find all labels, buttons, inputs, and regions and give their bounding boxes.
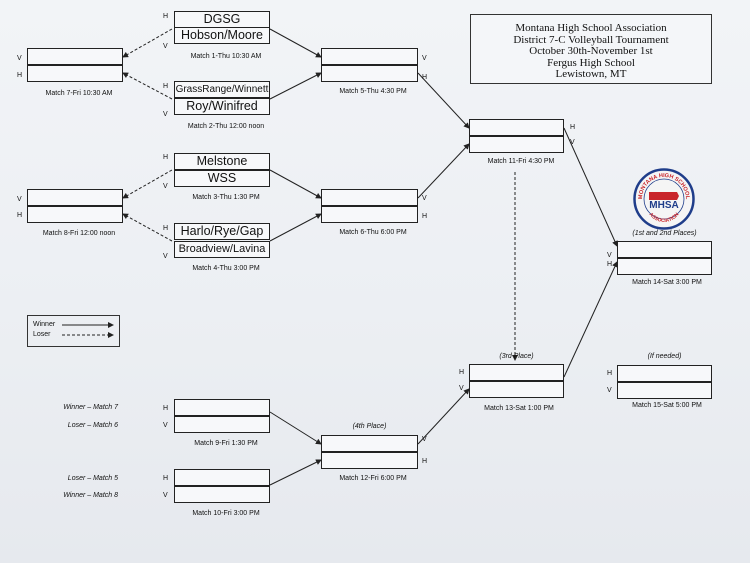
m2-bottom-team: Roy/Winifred [174, 98, 270, 115]
fourth-place-label: (4th Place) [352, 423, 387, 430]
m7-top-slot [27, 48, 123, 65]
match-8-caption: Match 8-Fri 12:00 noon [42, 230, 116, 237]
m4-top-team: Harlo/Rye/Gap [174, 223, 270, 240]
m9-home-marker: H [163, 405, 169, 412]
m14-home-marker: H [607, 261, 613, 268]
m2-home-marker: H [163, 83, 169, 90]
match-14-caption: Match 14-Sat 3:00 PM [632, 279, 702, 286]
m6-bottom-slot [321, 206, 418, 223]
m5-home-marker: H [422, 74, 428, 81]
match-15-caption: Match 15-Sat 5:00 PM [632, 402, 702, 409]
if-needed-label: (If needed) [647, 353, 682, 360]
tournament-info-box: Montana High School Association District… [470, 14, 712, 84]
m15-home-marker: H [607, 370, 613, 377]
m3-home-marker: H [163, 154, 169, 161]
m9-top-slot [174, 399, 270, 416]
m1-top-team: DGSG [174, 11, 270, 28]
m14-top-slot [617, 241, 712, 258]
m9-visitor-marker: V [163, 422, 168, 429]
m7-visitor-marker: V [17, 55, 22, 62]
m9-bottom-slot [174, 416, 270, 433]
m8-visitor-marker: V [17, 196, 22, 203]
m4-bottom-team: Broadview/Lavina [174, 241, 270, 258]
m12-home-marker: H [422, 458, 428, 465]
m6-top-slot [321, 189, 418, 206]
match-9-caption: Match 9-Fri 1:30 PM [194, 440, 258, 447]
m3-bottom-team: WSS [174, 170, 270, 187]
m6-home-marker: H [422, 213, 428, 220]
logo-mhsa-text: MHSA [649, 200, 678, 211]
info-dates: October 30th-November 1st [529, 45, 653, 57]
m15-visitor-marker: V [607, 387, 612, 394]
m15-top-slot [617, 365, 712, 382]
mhsa-logo-icon: MONTANA HIGH SCHOOL MHSA ASSOCIATION [633, 168, 695, 230]
m13-top-slot [469, 364, 564, 381]
match-5-caption: Match 5-Thu 4:30 PM [339, 88, 407, 95]
info-association: Montana High School Association [515, 22, 667, 34]
m3-visitor-marker: V [163, 183, 168, 190]
info-city: Lewistown, MT [555, 68, 627, 80]
m4-visitor-marker: V [163, 253, 168, 260]
m9-top-seed-label: Winner – Match 7 [63, 404, 118, 411]
m6-visitor-marker: V [422, 195, 427, 202]
match-3-caption: Match 3-Thu 1:30 PM [192, 194, 260, 201]
m1-home-marker: H [163, 13, 169, 20]
m10-visitor-marker: V [163, 492, 168, 499]
m14-bottom-slot [617, 258, 712, 275]
m13-visitor-marker: V [459, 385, 464, 392]
m5-bottom-slot [321, 65, 418, 82]
m4-home-marker: H [163, 225, 169, 232]
m5-top-slot [321, 48, 418, 65]
m2-top-team: GrassRange/Winnett [174, 81, 270, 98]
match-10-caption: Match 10-Fri 3:00 PM [192, 510, 260, 517]
m11-top-slot [469, 119, 564, 136]
m7-bottom-slot [27, 65, 123, 82]
match-12-caption: Match 12-Fri 6:00 PM [339, 475, 407, 482]
m8-top-slot [27, 189, 123, 206]
m5-visitor-marker: V [422, 55, 427, 62]
match-1-caption: Match 1-Thu 10:30 AM [190, 53, 262, 60]
m14-visitor-marker: V [607, 252, 612, 259]
legend-winner-label: Winner [33, 321, 56, 328]
m1-visitor-marker: V [163, 43, 168, 50]
m12-visitor-marker: V [422, 436, 427, 443]
first-second-place-label: (1st and 2nd Places) [632, 230, 697, 237]
match-11-caption: Match 11-Fri 4:30 PM [487, 158, 555, 165]
m11-home-marker: H [570, 124, 576, 131]
m10-top-slot [174, 469, 270, 486]
match-2-caption: Match 2-Thu 12:00 noon [187, 123, 265, 130]
m3-top-team: Melstone [174, 153, 270, 170]
match-4-caption: Match 4-Thu 3:00 PM [192, 265, 260, 272]
third-place-label: (3rd Place) [499, 353, 534, 360]
m12-bottom-slot [321, 452, 418, 469]
m13-bottom-slot [469, 381, 564, 398]
match-6-caption: Match 6-Thu 6:00 PM [339, 229, 407, 236]
m1-bottom-team: Hobson/Moore [174, 27, 270, 44]
m13-home-marker: H [459, 369, 465, 376]
legend-loser-label: Loser [33, 331, 51, 338]
m8-home-marker: H [17, 212, 23, 219]
info-venue: Fergus High School [547, 56, 635, 69]
match-13-caption: Match 13-Sat 1:00 PM [484, 405, 554, 412]
m9-bottom-seed-label: Loser – Match 6 [67, 422, 118, 429]
m15-bottom-slot [617, 382, 712, 399]
legend-box: Winner Loser [27, 315, 120, 347]
m8-bottom-slot [27, 206, 123, 223]
m10-bottom-seed-label: Winner – Match 8 [63, 492, 118, 499]
m7-home-marker: H [17, 72, 23, 79]
m10-home-marker: H [163, 475, 169, 482]
m11-visitor-marker: V [570, 139, 575, 146]
m10-bottom-slot [174, 486, 270, 503]
m11-bottom-slot [469, 136, 564, 153]
m10-top-seed-label: Loser – Match 5 [67, 475, 118, 482]
m12-top-slot [321, 435, 418, 452]
m2-visitor-marker: V [163, 111, 168, 118]
match-7-caption: Match 7-Fri 10:30 AM [45, 90, 113, 97]
info-tournament: District 7-C Volleyball Tournament [513, 33, 669, 46]
